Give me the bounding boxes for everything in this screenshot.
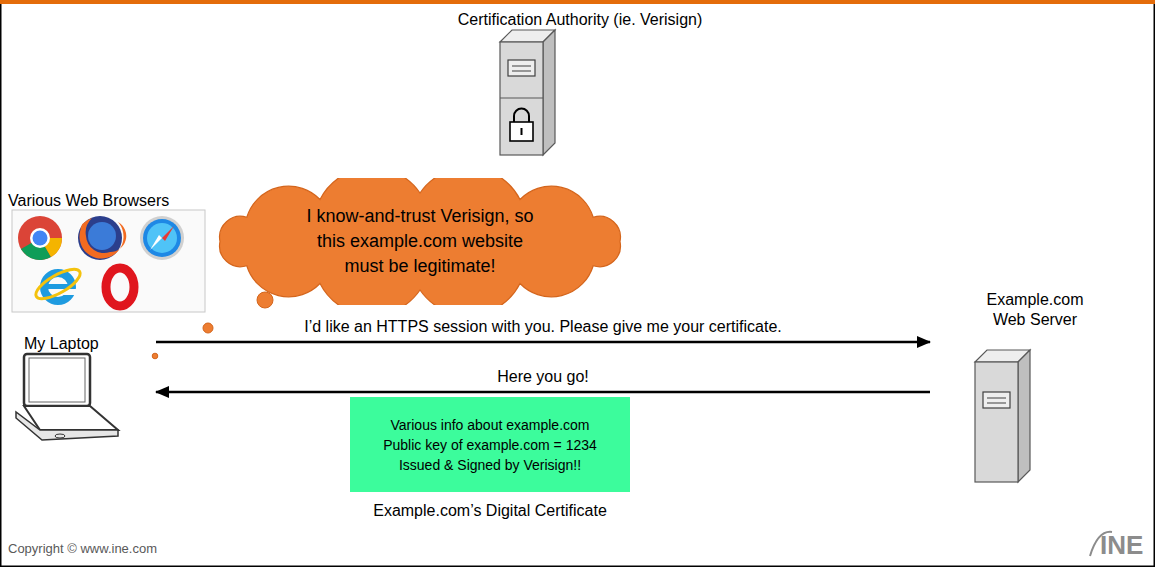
- browser-icons-part: [32, 264, 84, 305]
- browser-icons-part: [150, 235, 162, 250]
- laptop-icon: [16, 354, 118, 440]
- text-stack: I know-and-trust Verisign, so this examp…: [289, 200, 551, 283]
- top-bar: [0, 0, 1155, 4]
- ca-server-icon-part: [514, 109, 529, 124]
- web-server-box: Example.com Web Server: [930, 286, 1140, 486]
- text-stack: Various info about example.comPublic key…: [350, 411, 630, 479]
- laptop-icon-part: [29, 358, 85, 402]
- browser-icons-part: [18, 216, 62, 260]
- browsers-label: Various Web Browsers: [8, 192, 169, 210]
- ca-server-icon-part: [512, 66, 531, 67]
- text-stack: Example.com Web Server: [979, 286, 1091, 334]
- laptop-icon-part: [55, 434, 65, 438]
- ca-label-box: Certification Authority (ie. Verisign): [428, 6, 732, 156]
- browser-icons-part: [30, 228, 50, 248]
- thought-bubbles: [152, 292, 273, 359]
- browser-icons-part: [88, 222, 116, 250]
- node-text: Various info about example.com: [356, 415, 624, 435]
- ca-server-icon-part: [543, 30, 555, 155]
- message-arrow: [156, 341, 930, 344]
- laptop-icon-part: [16, 412, 118, 440]
- message-arrow: [156, 391, 930, 394]
- text-stack: Certification Authority (ie. Verisign): [428, 6, 732, 34]
- browser-icons-part: [147, 223, 177, 253]
- text-stack: My Laptop: [12, 322, 156, 358]
- laptop-icon-part: [24, 354, 90, 406]
- web-server-icon-part: [987, 403, 1006, 404]
- edge-label: Here you go!: [493, 367, 593, 387]
- web-server-icon-part: [1018, 350, 1030, 482]
- browser-icons-part: [162, 226, 174, 241]
- node-text: Certification Authority (ie. Verisign): [434, 10, 726, 30]
- ca-server-icon-part: [500, 97, 543, 98]
- node-text: Issued & Signed by Verisign!!: [356, 455, 624, 475]
- browser-icons-part: [33, 231, 48, 246]
- browser-icons-part: [80, 218, 127, 259]
- ca-server-icon-part: [510, 122, 533, 141]
- ca-server-icon-part: [508, 60, 535, 76]
- ca-server-icon-part: [512, 71, 531, 72]
- node-text: My Laptop: [24, 334, 150, 354]
- copyright-note: Copyright © www.ine.com: [8, 541, 157, 556]
- ca-server-icon-part: [521, 128, 523, 135]
- browser-icons: [12, 210, 205, 312]
- web-server-icon-part: [975, 362, 1018, 482]
- thought-bubbles-part: [203, 323, 213, 333]
- logo-wordmark: INE: [1100, 530, 1143, 561]
- browser-icons-part: [140, 216, 184, 260]
- ca-server-icon: [500, 30, 555, 155]
- web-server-icon-part: [983, 392, 1010, 408]
- edge-label: I’d like an HTTPS session with you. Plea…: [300, 317, 786, 337]
- browser-icons-part: [143, 219, 181, 257]
- node-text: Example.com Web Server: [985, 290, 1085, 330]
- browser-icons-part: [12, 210, 205, 312]
- certificate-box: Various info about example.comPublic key…: [350, 397, 630, 492]
- browser-icons-part: [106, 268, 134, 306]
- laptop-box: My Laptop: [12, 322, 156, 447]
- web-server-icon-part: [987, 398, 1006, 399]
- thought-cloud: I know-and-trust Verisign, so this examp…: [198, 178, 642, 305]
- certificate-caption: Example.com’s Digital Certificate: [373, 501, 607, 521]
- thought-bubbles-part: [152, 353, 158, 359]
- ca-server-icon-part: [500, 42, 543, 155]
- laptop-icon-part: [24, 406, 118, 430]
- node-text: Public key of example.com = 1234: [356, 435, 624, 455]
- cloud-outline: [220, 178, 621, 305]
- thought-bubbles-part: [257, 292, 273, 308]
- node-text: I know-and-trust Verisign, so this examp…: [295, 204, 545, 279]
- web-server-icon: [975, 350, 1030, 482]
